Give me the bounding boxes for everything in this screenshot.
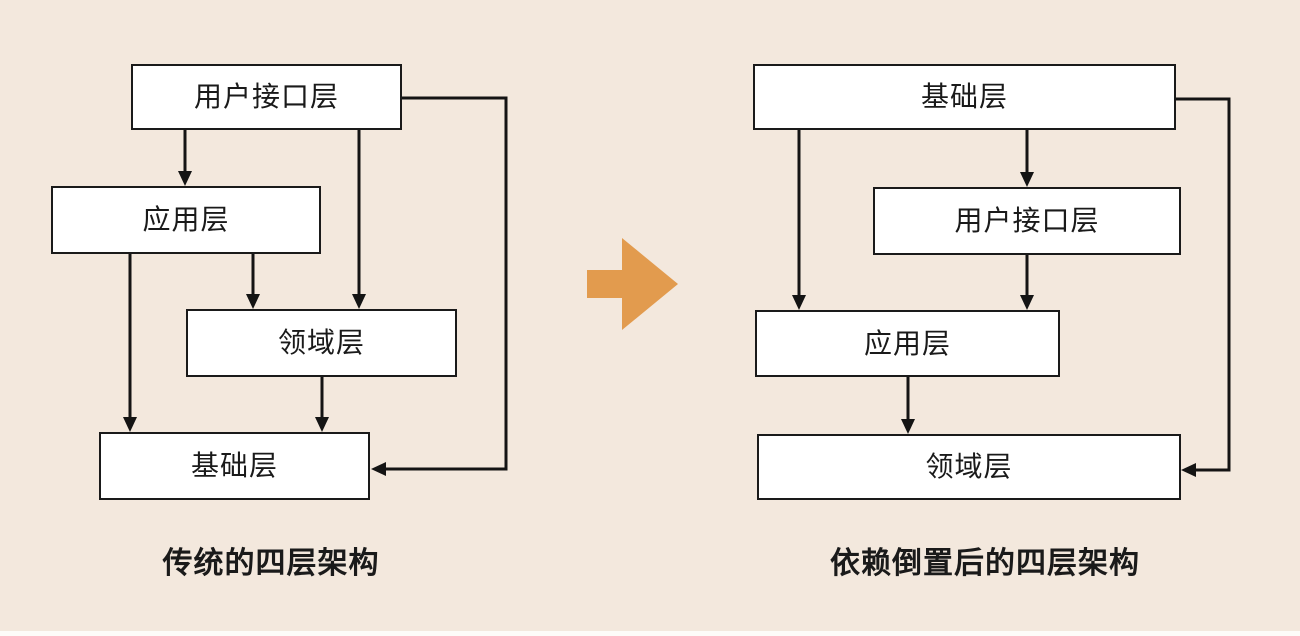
- left-arrow-application-to-infrastructure: [123, 254, 137, 432]
- right-arrow-ui-to-application: [1020, 255, 1034, 310]
- transform-right-arrow-icon: [587, 238, 678, 330]
- right-diagram-caption: 依赖倒置后的四层架构: [830, 547, 1140, 580]
- left-box-domain-layer: 领域层: [186, 309, 457, 377]
- right-arrow-application-to-domain: [901, 377, 915, 434]
- left-box-application-layer-label: 应用层: [142, 204, 230, 235]
- left-box-infrastructure-layer-label: 基础层: [190, 450, 278, 481]
- left-arrow-ui-to-application: [178, 130, 192, 186]
- right-box-user-interface-layer: 用户接口层: [873, 187, 1181, 255]
- left-arrow-application-to-domain: [246, 254, 260, 309]
- right-arrow-infrastructure-to-domain-loop: [1176, 97, 1231, 477]
- right-arrow-infrastructure-to-application: [792, 130, 806, 310]
- left-box-application-layer: 应用层: [51, 186, 321, 254]
- left-arrow-domain-to-infrastructure: [315, 377, 329, 432]
- right-box-user-interface-layer-label: 用户接口层: [954, 205, 1100, 236]
- left-box-infrastructure-layer: 基础层: [99, 432, 370, 500]
- right-box-domain-layer-label: 领域层: [925, 451, 1013, 482]
- left-arrow-ui-to-domain: [352, 130, 366, 309]
- left-diagram-caption: 传统的四层架构: [162, 547, 380, 580]
- left-box-user-interface-layer: 用户接口层: [131, 64, 402, 130]
- right-box-infrastructure-layer: 基础层: [753, 64, 1176, 130]
- right-box-application-layer-label: 应用层: [863, 327, 951, 359]
- left-arrow-ui-to-infrastructure-loop: [371, 96, 508, 476]
- left-box-user-interface-layer-label: 用户接口层: [193, 81, 339, 112]
- left-box-domain-layer-label: 领域层: [277, 327, 365, 358]
- right-box-application-layer: 应用层: [755, 310, 1060, 377]
- bottom-edge-strip: [0, 631, 1300, 636]
- right-box-infrastructure-layer-label: 基础层: [920, 81, 1008, 112]
- right-arrow-infrastructure-to-ui: [1020, 130, 1034, 187]
- right-box-domain-layer: 领域层: [757, 434, 1181, 500]
